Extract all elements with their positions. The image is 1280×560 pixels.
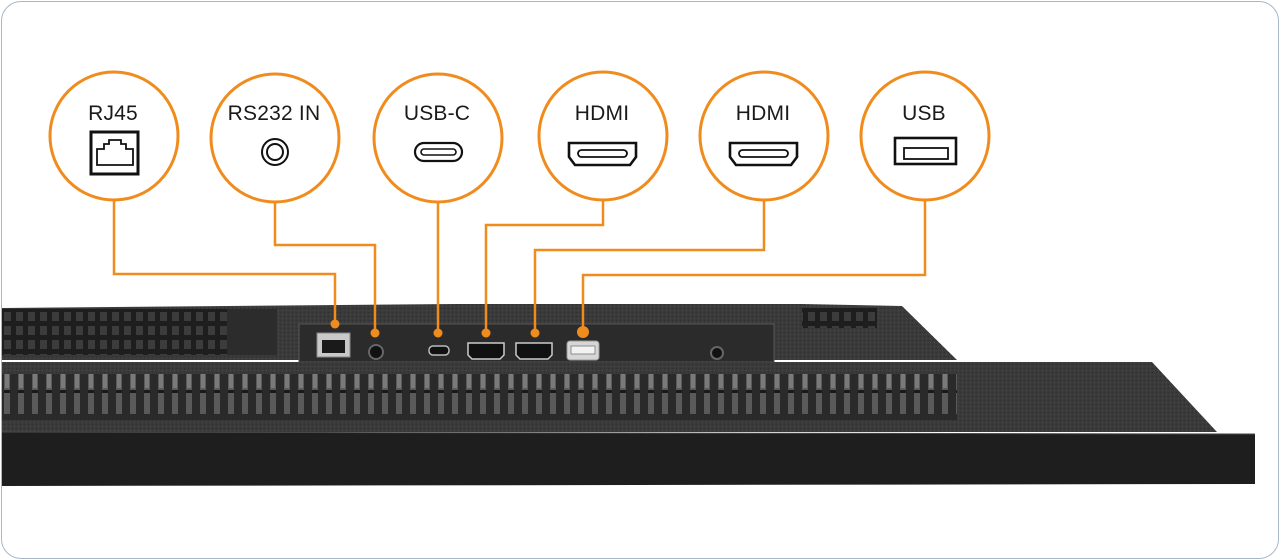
audio-socket bbox=[710, 346, 724, 360]
callout-rj45 bbox=[48, 70, 180, 202]
port-label-rj45: RJ45 bbox=[88, 102, 138, 125]
leader-line-rj45 bbox=[112, 201, 337, 324]
port-label-usbc: USB-C bbox=[403, 102, 471, 125]
usb-a-port-icon bbox=[893, 136, 958, 166]
hdmi-port-icon bbox=[567, 141, 638, 167]
audio-jack-icon bbox=[261, 138, 289, 166]
ethernet-port-icon bbox=[89, 130, 140, 176]
leader-dots bbox=[330, 319, 589, 338]
rs232-socket bbox=[368, 344, 384, 360]
leader-line-rs232 bbox=[273, 203, 377, 332]
callout-hdmi1 bbox=[537, 70, 669, 202]
side-vent-grille bbox=[2, 374, 957, 420]
leader-lines bbox=[112, 201, 927, 332]
hdmi1-socket bbox=[467, 342, 505, 360]
leader-line-hdmi2 bbox=[533, 201, 766, 332]
hdmi-port-icon bbox=[728, 141, 799, 167]
callout-hdmi2 bbox=[698, 70, 830, 202]
callout-usb bbox=[859, 70, 991, 202]
physical-ports bbox=[316, 332, 724, 361]
usb-c-port-icon bbox=[413, 141, 464, 163]
hdmi2-socket bbox=[515, 342, 553, 360]
port-label-usb: USB bbox=[902, 102, 946, 125]
leader-line-usb bbox=[581, 201, 927, 330]
port-label-rs232: RS232 IN bbox=[227, 102, 321, 125]
monitor-body bbox=[2, 304, 1256, 486]
usbc-socket bbox=[428, 345, 450, 356]
port-label-hdmi1: HDMI bbox=[574, 102, 630, 125]
top-vent-grille bbox=[2, 309, 227, 355]
callout-circles bbox=[48, 70, 991, 204]
port-label-hdmi2: HDMI bbox=[735, 102, 791, 125]
callout-usbc bbox=[372, 72, 504, 204]
leader-line-hdmi1 bbox=[484, 201, 605, 332]
